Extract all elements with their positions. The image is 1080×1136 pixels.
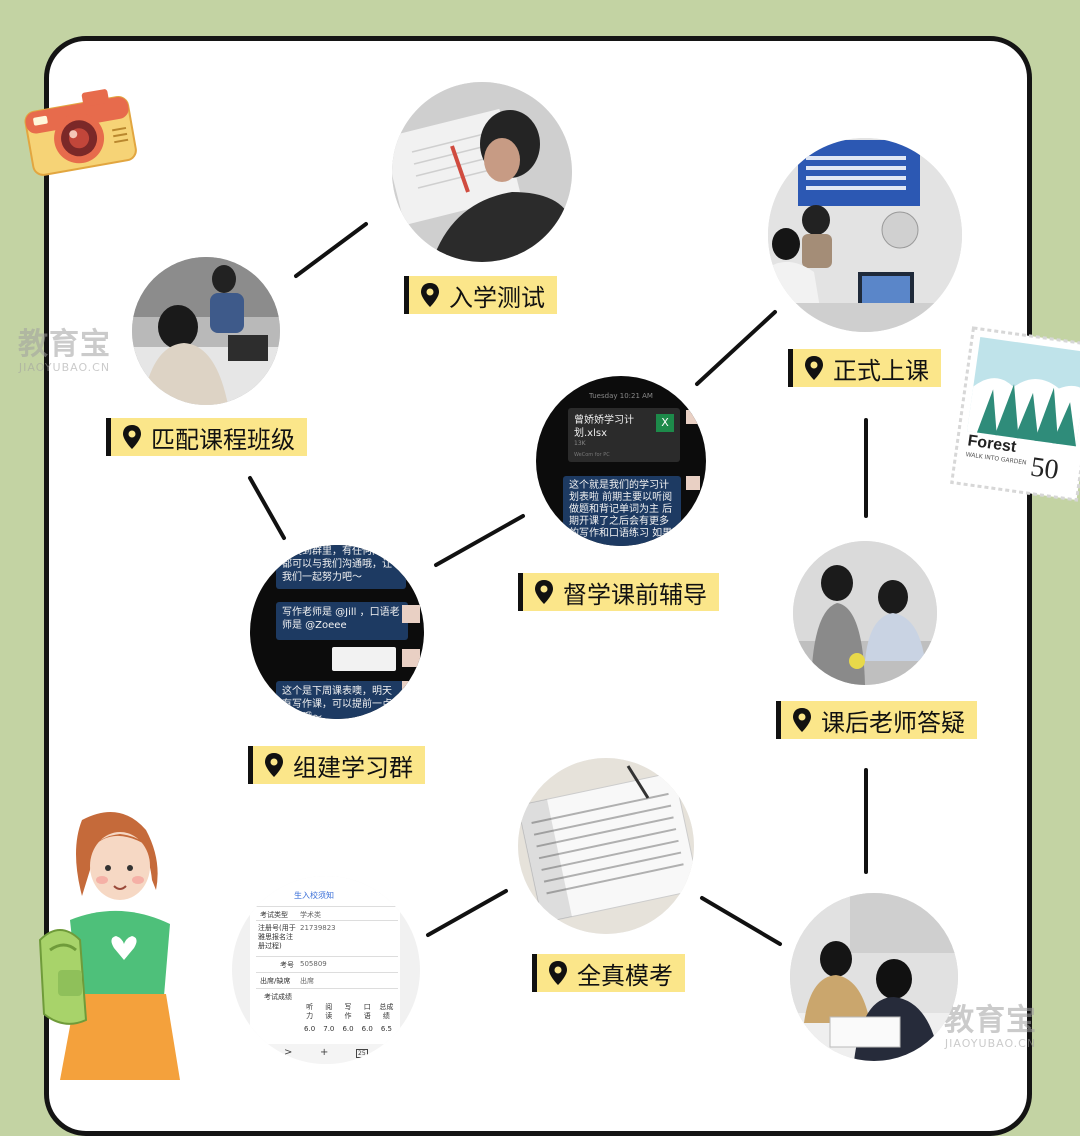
row-key: 注册号(用于雅思报名注册过程) (258, 924, 296, 950)
photo-mock-exam (518, 758, 694, 934)
step-label-study-group[interactable]: 组建学习群 (248, 746, 425, 784)
location-pin-icon (805, 356, 823, 380)
location-pin-icon (535, 580, 553, 604)
report-row: 出席/缺席 出席 (256, 972, 398, 987)
report-nav: > + 25 (250, 1044, 400, 1064)
watermark-right: 教育宝 JIAOYUBAO.CN (944, 1003, 1037, 1050)
report-row: 考试类型 学术类 (256, 906, 398, 921)
watermark-left: 教育宝 JIAOYUBAO.CN (18, 327, 111, 374)
photo-entrance-test (392, 82, 572, 262)
chat-time: Tuesday 10:21 AM (589, 392, 653, 400)
watermark-site: JIAOYUBAO.CN (944, 1037, 1037, 1050)
watermark-site: JIAOYUBAO.CN (18, 361, 111, 374)
step-label-pre-class-coaching[interactable]: 督学课前辅导 (518, 573, 719, 611)
photo-course-match (132, 257, 280, 405)
step-label-after-class-qa[interactable]: 课后老师答疑 (776, 701, 977, 739)
score-head: 听力 (306, 1003, 314, 1020)
avatar (402, 681, 420, 699)
watermark-text: 教育宝 (18, 327, 111, 362)
photo-study-session (790, 893, 958, 1061)
nav-forward-button[interactable]: > (284, 1047, 293, 1058)
score-value: 6.5 (380, 1025, 392, 1033)
row-key: 出席/缺席 (260, 977, 291, 985)
step-label-course-match[interactable]: 匹配课程班级 (106, 418, 307, 456)
camera-icon (24, 89, 137, 176)
row-key: 考试成绩 (264, 993, 292, 1001)
group-message: 这个是下周课表噢，明天有写作课，可以提前一点学习哦～ (276, 681, 406, 719)
row-value: 21739823 (300, 924, 336, 932)
score-table: 听力 6.0 阅读 7.0 写作 6.0 口语 6.0 总成绩 6.5 (300, 1003, 396, 1033)
student-girl-illustration (38, 812, 180, 1080)
report-header[interactable]: 生入校须知 (294, 891, 334, 900)
link-mock-to-final (700, 896, 782, 946)
screenshot-group-chat: 都发到群里，有任何问题都可以与我们沟通哦，让我们一起努力吧～ 写作老师是 @Ji… (250, 545, 424, 719)
location-pin-icon (421, 283, 439, 307)
file-name: 曾娇娇学习计划.xlsx (574, 415, 634, 439)
group-message: 都发到群里，有任何问题都可以与我们沟通哦，让我们一起努力吧～ (276, 545, 406, 589)
row-key: 考号 (280, 961, 294, 969)
step-label-formal-class[interactable]: 正式上课 (788, 349, 941, 387)
stamp-value: 50 (1028, 451, 1061, 487)
step-label-text: 课后老师答疑 (821, 708, 965, 737)
file-source: WeCom for PC (574, 452, 610, 458)
step-label-text: 正式上课 (833, 356, 929, 385)
score-head: 写作 (344, 1003, 352, 1020)
score-value: 6.0 (342, 1025, 354, 1033)
link-match-to-group (248, 476, 286, 540)
excel-icon: X (656, 414, 674, 432)
score-head: 阅读 (325, 1003, 333, 1020)
score-head: 总成绩 (379, 1003, 394, 1020)
file-size: 13K (574, 440, 586, 447)
location-pin-icon (265, 753, 283, 777)
score-value: 6.0 (361, 1025, 373, 1033)
location-pin-icon (793, 708, 811, 732)
photo-after-class-qa (793, 541, 937, 685)
nav-tabs-button[interactable]: 25 (356, 1049, 368, 1058)
link-group-to-coaching (434, 514, 525, 567)
screenshot-coaching-chat: Tuesday 10:21 AM 曾娇娇学习计划.xlsx 13K WeCom … (536, 376, 706, 546)
link-report-to-mock (426, 889, 508, 937)
group-message: 写作老师是 @Jill ，口语老师是 @Zoeee (276, 602, 408, 640)
avatar (402, 649, 420, 667)
link-match-to-test (294, 222, 368, 278)
row-value: 出席 (300, 977, 314, 985)
location-pin-icon (123, 425, 141, 449)
step-label-text: 督学课前辅导 (563, 580, 707, 609)
step-label-text: 入学测试 (449, 283, 545, 312)
location-pin-icon (549, 961, 567, 985)
step-label-text: 匹配课程班级 (151, 425, 295, 454)
stamp-artwork (950, 326, 1080, 502)
link-coaching-to-class (695, 310, 777, 386)
chat-message: 这个就是我们的学习计划表啦 前期主要以听阅做题和背记单词为主 后期开课了之后会有… (563, 476, 681, 546)
row-key: 考试类型 (260, 911, 288, 919)
forest-stamp: Forest WALK INTO GARDEN 50 (949, 326, 1080, 503)
nav-add-button[interactable]: + (320, 1047, 329, 1058)
score-head: 口语 (363, 1003, 371, 1020)
row-value: 505809 (300, 960, 327, 968)
step-label-mock-exam[interactable]: 全真模考 (532, 954, 685, 992)
report-row: 考试成绩 听力 6.0 阅读 7.0 写作 6.0 口语 6.0 总成绩 6.5 (256, 988, 398, 1039)
report-row: 注册号(用于雅思报名注册过程) 21739823 (256, 920, 398, 955)
score-report-screenshot: 生入校须知 考试类型 学术类 注册号(用于雅思报名注册过程) 21739823 … (232, 876, 420, 1064)
step-label-text: 组建学习群 (293, 753, 413, 782)
connector-lines (248, 222, 868, 946)
file-card[interactable]: 曾娇娇学习计划.xlsx 13K WeCom for PC X (568, 408, 680, 462)
step-label-text: 全真模考 (577, 961, 673, 990)
report-row: 考号 505809 (256, 956, 398, 971)
step-label-entrance-test[interactable]: 入学测试 (404, 276, 557, 314)
shared-image[interactable] (332, 647, 396, 671)
avatar (402, 605, 420, 623)
photo-formal-class (768, 138, 962, 332)
score-value: 7.0 (323, 1025, 335, 1033)
watermark-text: 教育宝 (944, 1003, 1037, 1038)
avatar (686, 476, 700, 490)
row-value: 学术类 (300, 911, 321, 919)
avatar (686, 410, 700, 424)
score-value: 6.0 (304, 1025, 316, 1033)
